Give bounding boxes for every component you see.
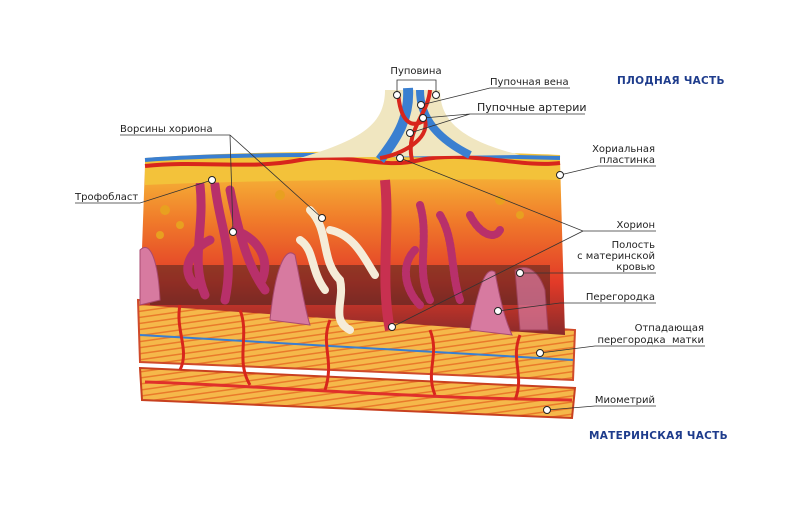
- label-umbilical-arteries: Пупочные артерии: [477, 101, 587, 114]
- label-decidua-1: Отпадающая: [635, 323, 704, 334]
- label-decidua-2: перегородка матки: [597, 335, 704, 346]
- septa: [139, 247, 549, 336]
- chorionic-plate: [144, 151, 561, 239]
- label-chorionic-villi: Ворсины хориона: [120, 124, 213, 135]
- label-blood-space-2: с материнской: [577, 251, 655, 262]
- label-markers: [208, 91, 564, 414]
- label-chorionic-plate-1: Хориальная: [592, 144, 655, 155]
- label-umbilical-cord: Пуповина: [390, 66, 441, 77]
- label-blood-space-3: кровью: [616, 262, 655, 273]
- label-septum: Перегородка: [586, 292, 655, 303]
- fetal-part-title: ПЛОДНАЯ ЧАСТЬ: [617, 75, 725, 87]
- umbilical-cord: [300, 87, 520, 163]
- label-myometrium: Миометрий: [595, 395, 655, 406]
- leader-lines: [75, 79, 705, 411]
- label-umbilical-vein: Пупочная вена: [490, 77, 569, 88]
- chorionic-villi: [183, 179, 504, 334]
- label-chorion: Хорион: [617, 220, 655, 231]
- label-blood-space-1: Полость: [612, 240, 655, 251]
- label-trophoblast: Трофобласт: [74, 192, 138, 203]
- label-chorionic-plate-2: пластинка: [599, 155, 655, 166]
- maternal-arteries: [177, 304, 522, 401]
- maternal-part-title: МАТЕРИНСКАЯ ЧАСТЬ: [589, 430, 728, 442]
